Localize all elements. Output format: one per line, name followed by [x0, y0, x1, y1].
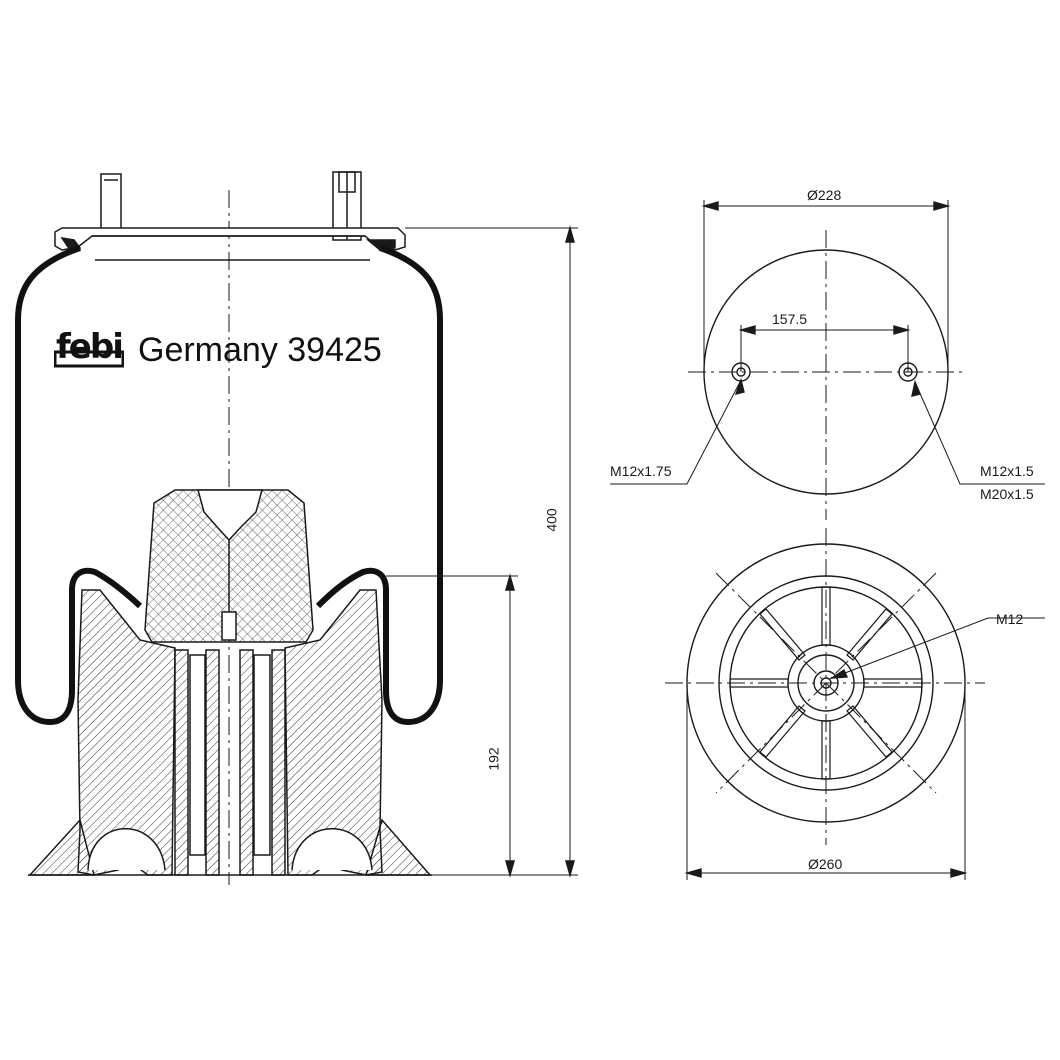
piston-rib: [174, 649, 189, 876]
dim-top-diameter: Ø228: [807, 187, 842, 203]
left-stud: [100, 173, 122, 233]
spokes: [729, 586, 923, 780]
svg-text:febi: febi: [56, 327, 122, 367]
dim-stud-spacing: 157.5: [772, 311, 808, 327]
thread-left-stud: M12x1.75: [610, 463, 672, 479]
top-view: [610, 200, 1045, 520]
bottom-view: [665, 528, 1045, 880]
thread-bottom-center: M12: [996, 611, 1024, 627]
thread-right-stud: M12x1.5: [980, 463, 1034, 479]
dim-piston-height: 192: [485, 747, 502, 771]
thread-right-stud-alt: M20x1.5: [980, 486, 1034, 502]
side-view: [15, 171, 578, 885]
febi-logo: febi: [54, 327, 124, 368]
dim-bottom-diameter: Ø260: [808, 856, 843, 872]
bellows-membrane: [15, 245, 143, 726]
dim-overall-height: 400: [543, 508, 560, 532]
brand-label: Germany 39425: [138, 331, 382, 369]
